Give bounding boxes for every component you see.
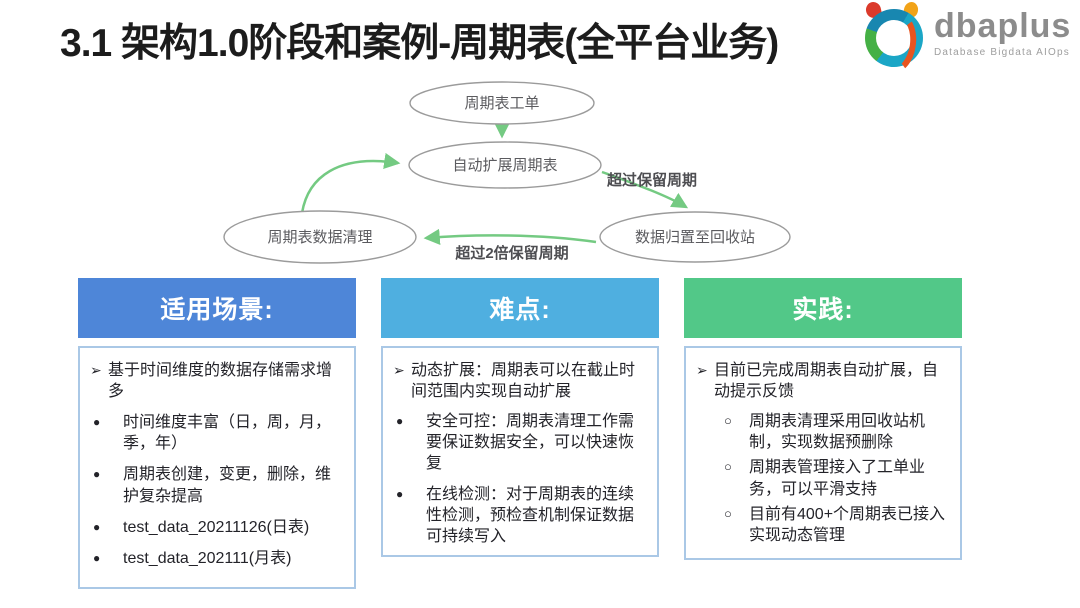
item-text: 目前已完成周期表自动扩展，自动提示反馈 [714,362,939,401]
flow-node-recycle [599,211,791,263]
list-item: ➢ 动态扩展：周期表可以在截止时间范围内实现自动扩展 [393,360,649,402]
flow-node-cleanup-label: 周期表数据清理 [267,229,372,246]
circle-bullet-icon: ○ [724,413,732,429]
item-text: 动态扩展：周期表可以在截止时间范围内实现自动扩展 [411,362,636,401]
logo-swirl-icon [858,0,930,77]
item-text: 周期表清理采用回收站机制，实现数据预删除 [749,413,926,452]
logo-tagline: Database Bigdata AIOps [934,47,1070,59]
item-text: 安全可控：周期表清理工作需要保证数据安全，可以快速恢复 [426,413,635,473]
list-item: ○ 目前有400+个周期表已接入实现动态管理 [720,504,952,546]
circle-bullet-icon: ○ [724,459,732,475]
dot-bullet-icon: ● [93,467,101,482]
flow-node-ticket [409,81,595,125]
dot-bullet-icon: ● [93,550,101,565]
practice-header: 实践: [684,278,962,338]
list-item: ○ 周期表管理接入了工单业务，可以平滑支持 [720,457,952,499]
use-cases-header: 适用场景: [78,278,356,338]
column-challenges: 难点: ➢ 动态扩展：周期表可以在截止时间范围内实现自动扩展 ● 安全可控：周期… [381,278,659,589]
item-text: 周期表管理接入了工单业务，可以平滑支持 [749,459,926,498]
list-item: ● test_data_202111(月表) [90,548,346,569]
dot-bullet-icon: ● [396,414,404,429]
list-item: ➢ 目前已完成周期表自动扩展，自动提示反馈 [696,360,952,402]
arrow-bullet-icon: ➢ [90,362,102,378]
list-item: ● 时间维度丰富（日，周，月，季，年） [90,412,346,454]
column-use-cases: 适用场景: ➢ 基于时间维度的数据存储需求增多 ● 时间维度丰富（日，周，月，季… [78,278,356,589]
list-item: ➢ 基于时间维度的数据存储需求增多 [90,360,346,402]
use-cases-body: ➢ 基于时间维度的数据存储需求增多 ● 时间维度丰富（日，周，月，季，年） ● … [78,346,356,589]
item-text: test_data_20211126(日表) [123,518,310,536]
edge-autoextend-to-recycle [601,170,689,209]
arrow-bullet-icon: ➢ [696,362,708,378]
flow-node-autoextend [408,141,602,189]
item-text: 目前有400+个周期表已接入实现动态管理 [749,505,946,544]
dot-bullet-icon: ● [396,486,404,501]
edge-recycle-to-cleanup [423,228,597,245]
flow-node-ticket-label: 周期表工单 [464,95,539,112]
page-title: 3.1 架构1.0阶段和案例-周期表(全平台业务) [60,22,779,65]
content-columns: 适用场景: ➢ 基于时间维度的数据存储需求增多 ● 时间维度丰富（日，周，月，季… [78,278,962,589]
item-text: test_data_202111(月表) [123,549,292,567]
circle-bullet-icon: ○ [724,505,732,521]
dot-bullet-icon: ● [93,415,101,430]
list-item: ● 在线检测：对于周期表的连续性检测，预检查机制保证数据可持续写入 [393,484,649,547]
challenges-body: ➢ 动态扩展：周期表可以在截止时间范围内实现自动扩展 ● 安全可控：周期表清理工… [381,346,659,557]
edge-label-over-2x-retention: 超过2倍保留周期 [454,244,568,262]
flow-node-autoextend-label: 自动扩展周期表 [452,157,557,174]
list-item: ● 安全可控：周期表清理工作需要保证数据安全，可以快速恢复 [393,411,649,474]
list-item: ● test_data_20211126(日表) [90,517,346,538]
logo-ring-icon [865,9,923,67]
item-text: 在线检测：对于周期表的连续性检测，预检查机制保证数据可持续写入 [426,485,635,545]
item-text: 周期表创建，变更，删除，维护复杂提高 [123,466,332,505]
item-text: 基于时间维度的数据存储需求增多 [108,362,333,401]
practice-body: ➢ 目前已完成周期表自动扩展，自动提示反馈 ○ 周期表清理采用回收站机制，实现数… [684,346,962,560]
flow-node-recycle-label: 数据归置至回收站 [635,229,755,246]
arrow-bullet-icon: ➢ [393,362,405,378]
edge-label-over-retention: 超过保留周期 [606,171,697,189]
dbaplus-logo: dbaplus Database Bigdata AIOps [858,0,1074,77]
list-item: ● 周期表创建，变更，删除，维护复杂提高 [90,464,346,506]
edge-cleanup-to-autoextend [300,152,401,214]
column-practice: 实践: ➢ 目前已完成周期表自动扩展，自动提示反馈 ○ 周期表清理采用回收站机制… [684,278,962,589]
flow-node-cleanup [223,210,417,264]
logo-name: dbaplus [934,7,1072,45]
logo-text-block: dbaplus Database Bigdata AIOps [934,7,1072,59]
item-text: 时间维度丰富（日，周，月，季，年） [123,414,332,453]
challenges-header: 难点: [381,278,659,338]
dot-bullet-icon: ● [93,519,101,534]
cycle-flowchart: 周期表工单 自动扩展周期表 周期表数据清理 数据归置至回收站 超过保留周期 超过… [223,81,791,264]
list-item: ○ 周期表清理采用回收站机制，实现数据预删除 [720,411,952,453]
